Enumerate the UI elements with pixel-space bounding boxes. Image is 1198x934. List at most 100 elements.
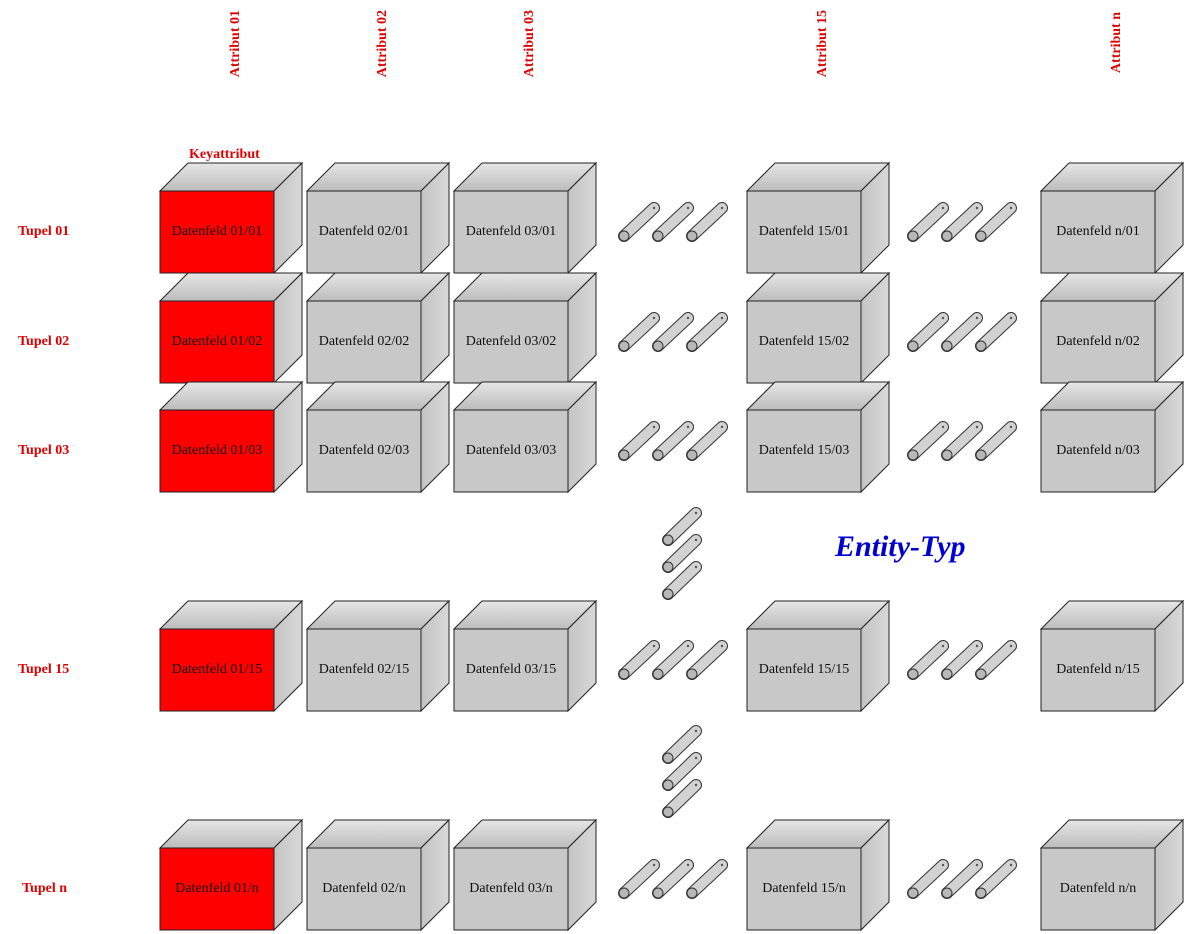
- tuple-label-n: Tupel n: [22, 881, 68, 896]
- box-front-face: [746, 409, 862, 493]
- data-field-box-02-03: [305, 380, 451, 494]
- attribute-header-03: Attribut 03: [522, 10, 537, 78]
- ellipsis-cylinder-01-1-1: [941, 202, 983, 242]
- ellipsis-cylinder-n-0-1: [652, 859, 694, 899]
- ellipsis-cylinder-15-0-1: [652, 640, 694, 680]
- ellipsis-cylinder-02-1-2: [975, 312, 1017, 352]
- data-field-box-n-n: [1039, 818, 1185, 932]
- data-field-box-02-15: [305, 599, 451, 713]
- box-front-face: [306, 628, 422, 712]
- vertical-ellipsis-cylinder-1-1: [662, 752, 702, 791]
- vertical-ellipsis-cylinder-0-0: [662, 507, 702, 546]
- tuple-label-15: Tupel 15: [18, 662, 70, 677]
- tuple-label-01: Tupel 01: [18, 224, 70, 239]
- box-front-face: [746, 190, 862, 274]
- data-field-box-n-02: [1039, 271, 1185, 385]
- box-front-face: [453, 300, 569, 384]
- vertical-ellipsis-cylinder-0-2: [662, 561, 702, 600]
- box-front-face: [1040, 628, 1156, 712]
- ellipsis-cylinder-02-0-1: [652, 312, 694, 352]
- ellipsis-cylinder-03-0-0: [618, 421, 660, 461]
- ellipsis-cylinder-15-1-0: [907, 640, 949, 680]
- ellipsis-cylinder-01-0-1: [652, 202, 694, 242]
- ellipsis-cylinder-03-0-1: [652, 421, 694, 461]
- box-front-face: [746, 300, 862, 384]
- box-front-face: [453, 190, 569, 274]
- vertical-ellipsis-cylinder-1-2: [662, 779, 702, 818]
- data-field-box-03-15: [452, 599, 598, 713]
- ellipsis-cylinder-15-1-1: [941, 640, 983, 680]
- entity-type-title: Entity-Typ: [835, 530, 966, 563]
- box-front-face: [453, 409, 569, 493]
- ellipsis-cylinder-03-1-2: [975, 421, 1017, 461]
- box-front-face: [453, 847, 569, 931]
- ellipsis-cylinder-15-1-2: [975, 640, 1017, 680]
- attribute-header-n: Attribut n: [1109, 12, 1124, 74]
- data-field-box-03-n: [452, 818, 598, 932]
- attribute-header-15: Attribut 15: [815, 10, 830, 78]
- box-front-face: [746, 628, 862, 712]
- data-field-box-02-01: [305, 161, 451, 275]
- ellipsis-cylinder-15-0-0: [618, 640, 660, 680]
- box-front-face: [453, 628, 569, 712]
- key-attribute-label: Keyattribut: [189, 147, 260, 162]
- box-front-face: [306, 409, 422, 493]
- data-field-box-15-02: [745, 271, 891, 385]
- box-front-face: [306, 847, 422, 931]
- box-front-face: [306, 190, 422, 274]
- ellipsis-cylinder-03-1-1: [941, 421, 983, 461]
- data-field-box-02-n: [305, 818, 451, 932]
- box-front-face: [159, 409, 275, 493]
- tuple-label-03: Tupel 03: [18, 443, 70, 458]
- box-front-face: [159, 190, 275, 274]
- ellipsis-cylinder-01-0-0: [618, 202, 660, 242]
- box-front-face: [1040, 190, 1156, 274]
- box-front-face: [1040, 847, 1156, 931]
- ellipsis-cylinder-15-0-2: [686, 640, 728, 680]
- box-front-face: [1040, 300, 1156, 384]
- data-field-box-03-02: [452, 271, 598, 385]
- box-front-face: [159, 628, 275, 712]
- ellipsis-cylinder-02-0-2: [686, 312, 728, 352]
- ellipsis-cylinder-01-0-2: [686, 202, 728, 242]
- data-field-box-02-02: [305, 271, 451, 385]
- data-field-box-01-03: [158, 380, 304, 494]
- attribute-header-01: Attribut 01: [228, 10, 243, 78]
- data-field-box-n-01: [1039, 161, 1185, 275]
- ellipsis-cylinder-n-1-1: [941, 859, 983, 899]
- ellipsis-cylinder-01-1-0: [907, 202, 949, 242]
- ellipsis-cylinder-01-1-2: [975, 202, 1017, 242]
- vertical-ellipsis-cylinder-0-1: [662, 534, 702, 573]
- vertical-ellipsis-cylinder-1-0: [662, 725, 702, 764]
- box-front-face: [306, 300, 422, 384]
- data-field-box-01-15: [158, 599, 304, 713]
- ellipsis-cylinder-02-1-0: [907, 312, 949, 352]
- tuple-label-02: Tupel 02: [18, 334, 70, 349]
- box-front-face: [746, 847, 862, 931]
- ellipsis-cylinder-02-1-1: [941, 312, 983, 352]
- ellipsis-cylinder-n-0-0: [618, 859, 660, 899]
- ellipsis-cylinder-n-0-2: [686, 859, 728, 899]
- data-field-box-15-n: [745, 818, 891, 932]
- ellipsis-cylinder-n-1-0: [907, 859, 949, 899]
- data-field-box-01-n: [158, 818, 304, 932]
- data-field-box-03-03: [452, 380, 598, 494]
- data-field-box-15-15: [745, 599, 891, 713]
- ellipsis-cylinder-03-1-0: [907, 421, 949, 461]
- data-field-box-n-03: [1039, 380, 1185, 494]
- ellipsis-cylinder-02-0-0: [618, 312, 660, 352]
- box-front-face: [159, 300, 275, 384]
- data-field-box-01-01: [158, 161, 304, 275]
- ellipsis-cylinder-03-0-2: [686, 421, 728, 461]
- data-field-box-15-01: [745, 161, 891, 275]
- attribute-header-02: Attribut 02: [375, 10, 390, 78]
- box-front-face: [159, 847, 275, 931]
- ellipsis-cylinder-n-1-2: [975, 859, 1017, 899]
- data-field-box-n-15: [1039, 599, 1185, 713]
- data-field-box-03-01: [452, 161, 598, 275]
- box-front-face: [1040, 409, 1156, 493]
- data-field-box-15-03: [745, 380, 891, 494]
- data-field-box-01-02: [158, 271, 304, 385]
